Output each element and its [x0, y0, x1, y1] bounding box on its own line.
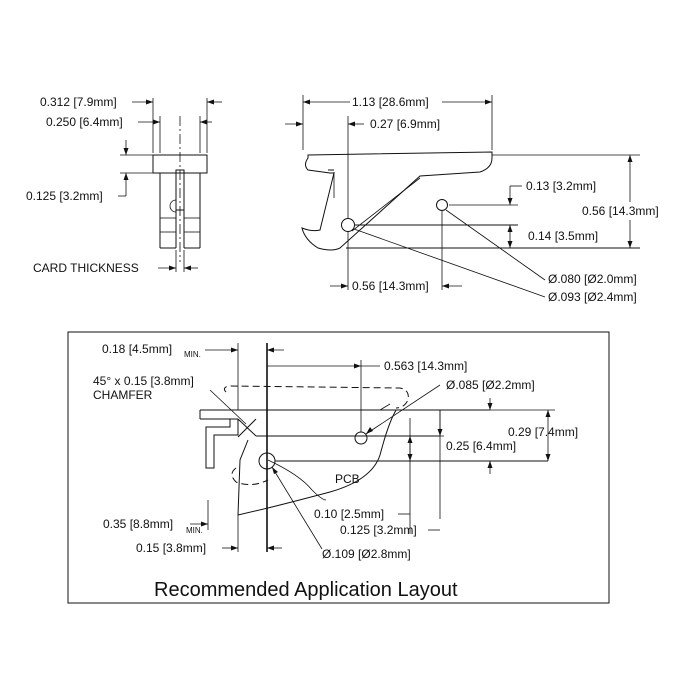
- dim-offset: 0.27 [6.9mm]: [370, 117, 440, 131]
- dim-offset-b: 0.125 [3.2mm]: [340, 523, 417, 537]
- hole-large: [341, 218, 355, 232]
- dim-inner-width: 0.250 [6.4mm]: [46, 115, 123, 129]
- chamfer-line1: 45° x 0.15 [3.8mm]: [93, 374, 194, 388]
- dim-slot-depth: 0.125 [3.2mm]: [26, 189, 103, 203]
- layout-title: Recommended Application Layout: [154, 579, 458, 601]
- dim-height: 0.56 [14.3mm]: [582, 204, 659, 218]
- dim-upper-height: 0.25 [6.4mm]: [446, 439, 516, 453]
- pcb-outline: [237, 409, 397, 516]
- dim-hole-small: Ø.080 [Ø2.0mm]: [548, 272, 637, 286]
- dim-lower-min-suffix: MIN.: [186, 526, 203, 535]
- dim-layout-edge: 0.15 [3.8mm]: [136, 541, 206, 555]
- card-thickness-label: CARD THICKNESS: [33, 261, 139, 275]
- bracket: [205, 419, 239, 469]
- dim-length: 1.13 [28.6mm]: [352, 95, 429, 109]
- side-view: 1.13 [28.6mm] 0.27 [6.9mm] 0.13 [3.2mm] …: [285, 95, 659, 304]
- dim-layout-hole-spacing: 0.563 [14.3mm]: [384, 359, 467, 373]
- dim-hole-rise: 0.13 [3.2mm]: [526, 179, 596, 193]
- hole-small: [436, 199, 448, 211]
- layout-hole-upper: [354, 431, 368, 445]
- dashed-actuator: [223, 385, 409, 409]
- end-view: 0.312 [7.9mm] 0.250 [6.4mm] 0.125 [3.2mm…: [26, 95, 222, 275]
- dim-layout-hole-upper: Ø.085 [Ø2.2mm]: [446, 378, 535, 392]
- dim-lower-min: 0.35 [8.8mm]: [103, 517, 173, 531]
- application-layout: 0.18 [4.5mm] MIN. 45° x 0.15 [3.8mm] CHA…: [67, 331, 610, 604]
- dim-layout-hole-lower: Ø.109 [Ø2.8mm]: [322, 547, 411, 561]
- layout-frame: [67, 331, 610, 604]
- dim-edge-min-suffix: MIN.: [184, 350, 201, 359]
- dim-overall-height: 0.29 [7.4mm]: [508, 425, 578, 439]
- dim-hole-drop: 0.14 [3.5mm]: [528, 229, 598, 243]
- dim-edge-min: 0.18 [4.5mm]: [102, 342, 172, 356]
- dim-overall-width: 0.312 [7.9mm]: [40, 95, 117, 109]
- dim-offset-a: 0.10 [2.5mm]: [314, 507, 384, 521]
- dim-hole-spacing: 0.56 [14.3mm]: [352, 279, 429, 293]
- dim-hole-large: Ø.093 [Ø2.4mm]: [548, 290, 637, 304]
- chamfer-line2: CHAMFER: [93, 388, 153, 402]
- pcb-label: PCB: [335, 472, 360, 486]
- actuator-outline: [301, 151, 493, 251]
